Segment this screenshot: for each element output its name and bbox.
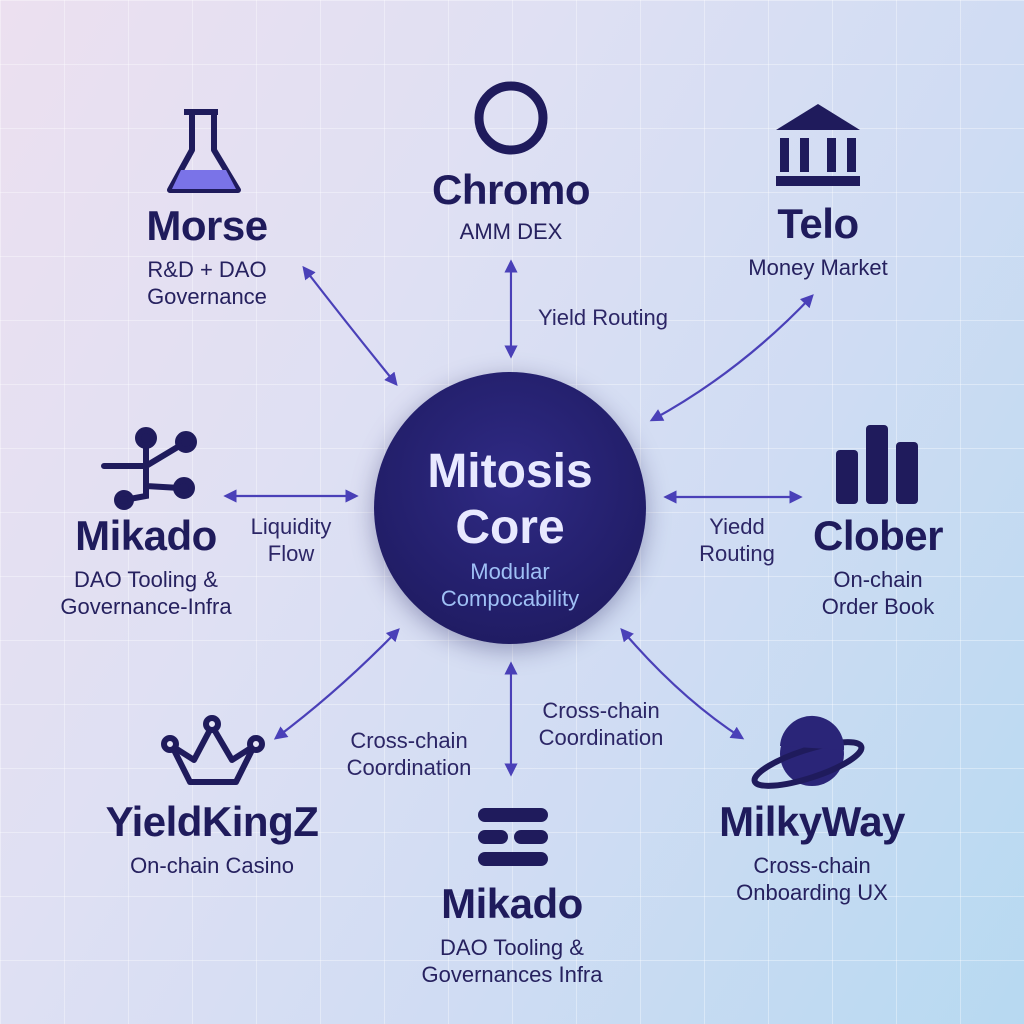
node-desc: Cross-chain Onboarding UX — [736, 853, 888, 906]
node-desc: On-chain Casino — [130, 853, 294, 879]
bank-icon — [776, 104, 860, 186]
edge-label-mikado-left: Liquidity Flow — [250, 514, 332, 566]
node-mikado-bottom[interactable]: Mikado DAO Tooling & Governances Infra — [421, 880, 603, 988]
core-title-line2: Core — [455, 501, 565, 554]
core-title: Mitosis Core — [374, 444, 646, 556]
mitosis-core[interactable]: Mitosis Core Modular Compocability — [374, 372, 646, 644]
node-name: Morse — [146, 202, 268, 249]
core-title-line1: Mitosis — [427, 445, 593, 498]
bars-icon — [836, 425, 918, 504]
crown-icon — [161, 715, 265, 785]
node-name: MilkyWay — [719, 798, 905, 845]
node-desc: R&D + DAO Governance — [147, 257, 267, 310]
node-telo[interactable]: Telo Money Market — [748, 200, 888, 281]
node-desc: DAO Tooling & Governance-Infra — [60, 567, 232, 620]
planet-icon — [751, 715, 865, 789]
node-yieldkingz[interactable]: YieldKingZ On-chain Casino — [105, 798, 319, 879]
arrow-morse — [302, 265, 398, 387]
node-desc: AMM DEX — [459, 219, 563, 245]
network-icon — [101, 427, 197, 510]
node-clober[interactable]: Clober On-chain Order Book — [812, 512, 944, 620]
node-milkyway[interactable]: MilkyWay Cross-chain Onboarding UX — [719, 798, 905, 906]
node-desc: Money Market — [748, 255, 888, 281]
edge-label-yieldkingz: Cross-chain Coordination — [346, 728, 472, 780]
ring-icon — [474, 81, 548, 155]
arrow-milkyway — [620, 627, 745, 740]
edge-label-chromo: Yield Routing — [537, 305, 669, 330]
edge-label-clober: Yiedd Routing — [699, 514, 775, 566]
core-subtitle: Modular Compocability — [440, 559, 580, 611]
node-name: Mikado — [441, 880, 583, 927]
node-desc: On-chain Order Book — [821, 567, 935, 620]
edge-label-mikado-bottom: Cross-chain Coordination — [538, 698, 664, 750]
flask-icon — [167, 109, 241, 193]
node-name: Chromo — [432, 166, 591, 213]
arrow-yieldkingz — [273, 628, 400, 740]
node-mikado-left[interactable]: Mikado DAO Tooling & Governance-Infra — [60, 512, 232, 620]
menu-blocks-icon — [478, 808, 548, 866]
node-morse[interactable]: Morse R&D + DAO Governance — [146, 202, 268, 310]
node-name: Clober — [812, 512, 944, 559]
node-name: YieldKingZ — [105, 798, 319, 845]
node-desc: DAO Tooling & Governances Infra — [421, 935, 603, 988]
arrow-telo — [649, 294, 814, 422]
node-chromo[interactable]: Chromo AMM DEX — [432, 166, 591, 245]
node-name: Telo — [777, 200, 859, 247]
node-name: Mikado — [75, 512, 217, 559]
